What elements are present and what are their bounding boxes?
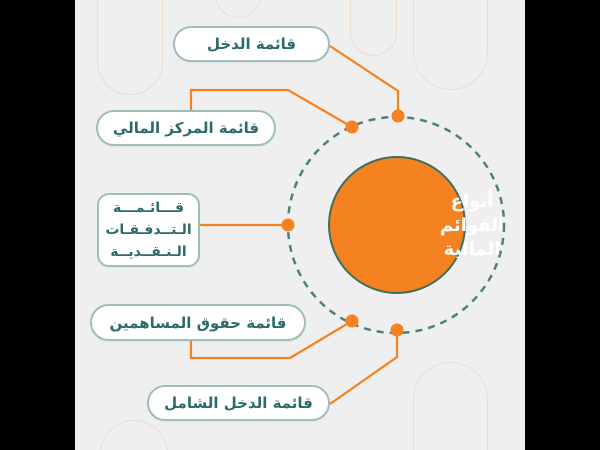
infographic-canvas: أنواع القوائم المالية قائمة الدخل قائمة … [75, 0, 525, 450]
bg-arch-shape [413, 362, 488, 450]
node-dot [391, 109, 405, 123]
item-label-line: الـنـقــديــة [110, 244, 187, 260]
center-title: أنواع القوائم المالية [403, 157, 525, 295]
item-income-statement: قائمة الدخل [173, 26, 330, 62]
center-title-line: المالية [443, 239, 501, 260]
node-dot [281, 218, 295, 232]
bg-pill-shape [97, 0, 163, 95]
item-label-line: الـتــدفـقـات [105, 222, 192, 238]
item-label: قائمة الدخل [206, 35, 297, 53]
node-dot [390, 323, 404, 337]
item-cash-flow-statement: قـــائـمـــة الـتــدفـقـات الـنـقــديــة [97, 193, 200, 267]
center-circle [328, 156, 466, 294]
node-dot [345, 120, 359, 134]
item-shareholders-equity: قائمة حقوق المساهمين [90, 304, 306, 341]
item-label: قائمة الدخل الشامل [164, 394, 313, 412]
item-label: قائمة حقوق المساهمين [109, 313, 287, 332]
bg-pill-shape [350, 0, 397, 56]
center-title-line: القوائم [439, 215, 505, 236]
item-label: قائمة المركز المالي [112, 119, 260, 137]
item-comprehensive-income: قائمة الدخل الشامل [147, 385, 330, 421]
bg-pill-shape [413, 0, 488, 90]
connector-lines [189, 45, 506, 405]
center-title-line: أنواع [450, 191, 494, 212]
node-dot [345, 314, 359, 328]
item-label-line: قـــائـمـــة [112, 200, 185, 216]
item-balance-sheet: قائمة المركز المالي [96, 110, 276, 146]
